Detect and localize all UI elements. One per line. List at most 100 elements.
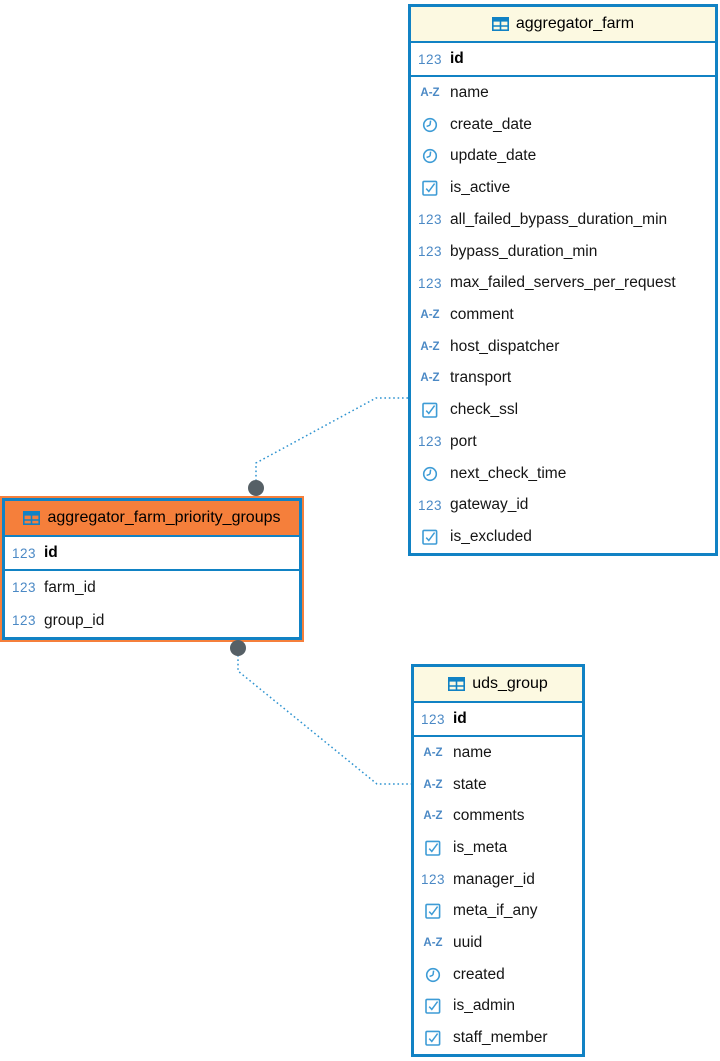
text-type-icon: A-Z [420,340,440,353]
column-row[interactable]: A-Z state [414,769,582,801]
column-name: name [450,83,489,101]
boolean-type-icon [419,998,447,1015]
column-name: group_id [44,611,105,629]
column-name: state [453,775,487,793]
boolean-type-icon [416,402,444,419]
datetime-type-icon [419,967,447,983]
column-row[interactable]: staff_member [414,1022,582,1054]
column-name: transport [450,369,512,387]
datetime-type-icon [416,117,444,133]
column-name: all_failed_bypass_duration_min [450,210,668,228]
column-name: id [453,710,467,727]
relation-anchor-dot [230,640,246,656]
boolean-type-icon [416,180,444,196]
column-name: host_dispatcher [450,337,560,355]
column-row[interactable]: A-Z comment [411,299,715,331]
column-name: is_excluded [450,528,532,546]
datetime-type-icon [416,466,444,482]
column-row[interactable]: A-Z host_dispatcher [411,331,715,363]
column-name: comment [450,306,514,323]
column-row[interactable]: 123 id [414,703,582,735]
column-name: id [450,50,464,67]
boolean-type-icon [419,840,447,856]
column-row[interactable]: A-Z name [411,77,715,109]
column-row[interactable]: A-Z transport [411,363,715,395]
column-name: meta_if_any [453,902,538,920]
column-row[interactable]: 123 id [5,537,299,569]
text-type-icon: A-Z [423,937,443,950]
column-row[interactable]: 123 all_failed_bypass_duration_min [411,204,715,236]
column-row[interactable]: meta_if_any [414,896,582,928]
column-name: id [44,544,58,561]
table-aggregator-farm-priority-groups[interactable]: aggregator_farm_priority_groups 123 id 12… [0,496,304,642]
column-row[interactable]: is_admin [414,991,582,1023]
column-row[interactable]: create_date [411,109,715,141]
table-header[interactable]: aggregator_farm [411,7,715,43]
column-row[interactable]: A-Z name [414,737,582,769]
column-row[interactable]: next_check_time [411,458,715,490]
text-type-icon: A-Z [423,746,443,759]
table-icon [491,17,509,31]
column-name: port [450,432,477,450]
boolean-type-icon [416,529,444,545]
column-name: create_date [450,115,532,133]
relation-anchor-dot [248,480,264,496]
relation-line[interactable] [255,397,408,482]
numeric-type-icon: 123 [11,580,37,595]
table-title: uds_group [472,675,548,692]
table-title: aggregator_farm [515,15,635,32]
column-row[interactable]: check_ssl [411,394,715,426]
column-row[interactable]: update_date [411,140,715,172]
column-row[interactable]: 123 max_failed_servers_per_request [411,267,715,299]
numeric-type-icon: 123 [11,545,37,561]
numeric-type-icon: 123 [417,51,443,67]
column-name: is_admin [453,997,516,1015]
table-aggregator-farm[interactable]: aggregator_farm 123 id A-Z name create_date… [408,4,718,556]
column-row[interactable]: 123 id [411,43,715,75]
text-type-icon: A-Z [420,309,440,321]
text-type-icon: A-Z [423,778,443,791]
primary-key-section: 123 id [414,703,582,737]
numeric-type-icon: 123 [417,497,443,513]
relation-line[interactable] [237,655,411,785]
table-header[interactable]: uds_group [414,667,582,703]
column-name: is_active [450,179,511,197]
numeric-type-icon: 123 [417,212,443,228]
text-type-icon: A-Z [420,86,440,99]
text-type-icon: A-Z [420,372,440,385]
numeric-type-icon: 123 [417,275,443,291]
column-name: is_meta [453,838,508,856]
column-name: bypass_duration_min [450,242,598,260]
datetime-type-icon [416,148,444,164]
table-header[interactable]: aggregator_farm_priority_groups [5,501,299,537]
primary-key-section: 123 id [411,43,715,77]
column-name: check_ssl [450,401,519,419]
column-name: uuid [453,934,483,952]
numeric-type-icon: 123 [420,711,446,727]
column-name: gateway_id [450,496,529,514]
column-row[interactable]: 123 farm_id [5,571,299,604]
column-row[interactable]: 123 gateway_id [411,490,715,522]
boolean-type-icon [419,903,447,920]
column-name: update_date [450,147,537,165]
column-row[interactable]: A-Z uuid [414,927,582,959]
column-name: farm_id [44,578,96,596]
column-name: max_failed_servers_per_request [450,274,676,292]
numeric-type-icon: 123 [420,872,446,888]
column-row[interactable]: created [414,959,582,991]
column-name: name [453,743,492,761]
column-name: comments [453,807,525,825]
boolean-type-icon [419,1030,447,1046]
column-row[interactable]: is_active [411,172,715,204]
columns-section: A-Z name create_date update_date is_active 12… [411,77,715,553]
column-row[interactable]: is_excluded [411,521,715,553]
column-row[interactable]: is_meta [414,832,582,864]
